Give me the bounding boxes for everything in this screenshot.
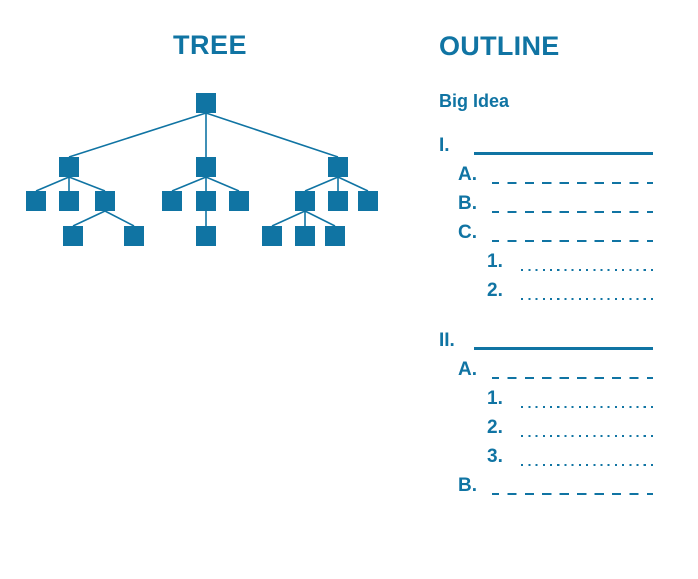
- tree-node[interactable]: [26, 191, 46, 211]
- outline-entry-writing-line-dotted[interactable]: [516, 456, 653, 468]
- outline-entry-list: I.A.B.C.1.2.II.A.1.2.3.B.: [437, 128, 698, 497]
- tree-node[interactable]: [295, 191, 315, 211]
- tree-panel: TREE: [26, 30, 378, 246]
- outline-entry[interactable]: 2.: [437, 410, 698, 439]
- outline-entry[interactable]: B.: [437, 468, 698, 497]
- outline-entry[interactable]: I.: [437, 128, 698, 157]
- tree-node[interactable]: [124, 226, 144, 246]
- outline-entry-label: A.: [458, 164, 477, 185]
- tree-edge: [104, 210, 135, 227]
- outline-entry-label: C.: [458, 222, 477, 243]
- outline-entry-writing-line-solid[interactable]: [474, 145, 653, 157]
- tree-node[interactable]: [59, 191, 79, 211]
- tree-edge-group: [35, 112, 369, 227]
- outline-entry-label: B.: [458, 475, 477, 496]
- outline-entry-label: 1.: [487, 388, 503, 409]
- tree-edge: [68, 112, 207, 158]
- outline-entry-label: 1.: [487, 251, 503, 272]
- outline-entry[interactable]: C.: [437, 215, 698, 244]
- tree-node-group: [26, 93, 378, 246]
- outline-entry[interactable]: A.: [437, 157, 698, 186]
- tree-node[interactable]: [196, 157, 216, 177]
- outline-entry-label: B.: [458, 193, 477, 214]
- outline-entry[interactable]: A.: [437, 352, 698, 381]
- tree-edge: [68, 176, 106, 192]
- outline-entry-writing-line-dashed[interactable]: [492, 485, 653, 497]
- tree-edge: [337, 176, 369, 192]
- outline-entry-label: A.: [458, 359, 477, 380]
- outline-entry-writing-line-dotted[interactable]: [516, 427, 653, 439]
- outline-entry-label: 2.: [487, 280, 503, 301]
- outline-entry[interactable]: 1.: [437, 381, 698, 410]
- tree-edge: [35, 176, 70, 192]
- outline-entry-label: II.: [439, 330, 455, 351]
- outline-entry-writing-line-solid[interactable]: [474, 340, 653, 352]
- outline-entry-writing-line-dotted[interactable]: [516, 261, 653, 273]
- outline-title: OUTLINE: [439, 31, 560, 61]
- tree-node[interactable]: [262, 226, 282, 246]
- tree-edge: [304, 176, 339, 192]
- tree-edge: [205, 112, 339, 158]
- outline-entry-label: 2.: [487, 417, 503, 438]
- tree-node[interactable]: [328, 191, 348, 211]
- tree-node[interactable]: [325, 226, 345, 246]
- outline-entry[interactable]: 3.: [437, 439, 698, 468]
- tree-node[interactable]: [95, 191, 115, 211]
- tree-edge: [72, 210, 106, 227]
- tree-edge: [304, 210, 336, 227]
- tree-node[interactable]: [328, 157, 348, 177]
- tree-node[interactable]: [196, 191, 216, 211]
- outline-panel: OUTLINE Big Idea I.A.B.C.1.2.II.A.1.2.3.…: [437, 0, 698, 579]
- tree-node[interactable]: [358, 191, 378, 211]
- tree-node[interactable]: [162, 191, 182, 211]
- tree-edge: [171, 176, 207, 192]
- tree-edge: [205, 176, 240, 192]
- tree-node[interactable]: [59, 157, 79, 177]
- outline-entry[interactable]: 2.: [437, 273, 698, 302]
- outline-entry-writing-line-dashed[interactable]: [492, 369, 653, 381]
- outline-entry-writing-line-dotted[interactable]: [516, 398, 653, 410]
- tree-title: TREE: [172, 30, 247, 60]
- outline-entry[interactable]: 1.: [437, 244, 698, 273]
- tree-node[interactable]: [229, 191, 249, 211]
- outline-entry-writing-line-dashed[interactable]: [492, 174, 653, 186]
- tree-node[interactable]: [63, 226, 83, 246]
- outline-entry-writing-line-dotted[interactable]: [516, 290, 653, 302]
- tree-node[interactable]: [196, 93, 216, 113]
- outline-entry-label: I.: [439, 135, 450, 156]
- outline-entry-label: 3.: [487, 446, 503, 467]
- outline-entry-writing-line-dashed[interactable]: [492, 203, 653, 215]
- outline-big-idea-label: Big Idea: [439, 91, 510, 111]
- tree-diagram: [26, 93, 378, 246]
- tree-node[interactable]: [295, 226, 315, 246]
- tree-edge: [271, 210, 306, 227]
- tree-node[interactable]: [196, 226, 216, 246]
- outline-entry-writing-line-dashed[interactable]: [492, 232, 653, 244]
- outline-entry[interactable]: II.: [437, 323, 698, 352]
- outline-entry[interactable]: B.: [437, 186, 698, 215]
